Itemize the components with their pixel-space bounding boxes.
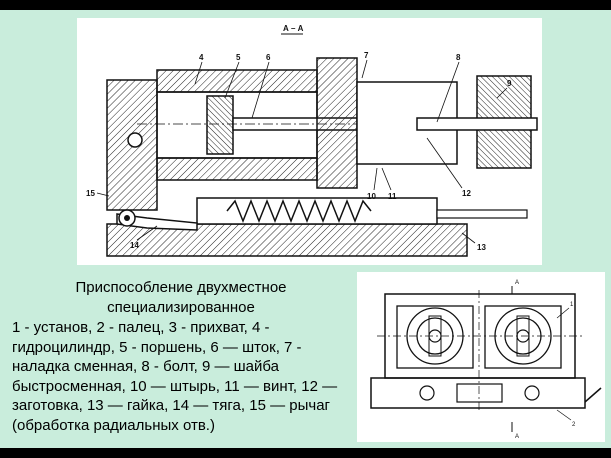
bolt bbox=[416, 117, 538, 131]
caption-title: Приспособление двухместное специализиров… bbox=[75, 279, 287, 316]
part-label-10: 10 bbox=[367, 192, 376, 201]
plan-drawing: А А bbox=[357, 272, 605, 442]
pull-rod bbox=[436, 209, 528, 219]
part-label-15: 15 bbox=[86, 189, 95, 198]
piston bbox=[206, 95, 234, 155]
section-marker-bottom: А bbox=[515, 434, 519, 440]
part-label-5: 5 bbox=[236, 53, 241, 62]
part-label-8: 8 bbox=[456, 53, 461, 62]
cylinder-top bbox=[156, 69, 318, 93]
fixture-right bbox=[484, 305, 562, 369]
part-label-12: 12 bbox=[462, 189, 471, 198]
plan-base bbox=[370, 377, 586, 409]
part-label-9: 9 bbox=[507, 79, 512, 88]
section-marker-top: А bbox=[515, 280, 519, 286]
section-label: А – А bbox=[283, 24, 304, 33]
slide: А – А bbox=[0, 10, 611, 448]
part-label-4: 4 bbox=[199, 53, 204, 62]
part-label-7: 7 bbox=[364, 51, 369, 60]
caption-body: 1 - установ, 2 - палец, 3 - прихват, 4 -… bbox=[12, 319, 338, 434]
fixture-left bbox=[396, 305, 474, 369]
part-label-6: 6 bbox=[266, 53, 271, 62]
caption: Приспособление двухместное специализиров… bbox=[12, 278, 350, 435]
part-label-2: 2 bbox=[572, 422, 576, 428]
spring-channel bbox=[196, 197, 438, 225]
link-pivot bbox=[127, 132, 143, 148]
lever bbox=[116, 213, 198, 231]
part-label-13: 13 bbox=[477, 243, 486, 252]
plan-drawing-svg: А А bbox=[370, 280, 602, 440]
part-label-14: 14 bbox=[130, 241, 139, 250]
section-drawing: А – А bbox=[77, 18, 542, 265]
fixture-block bbox=[316, 57, 358, 189]
cylinder-bottom bbox=[156, 157, 318, 181]
section-drawing-svg: А – А bbox=[86, 24, 538, 257]
part-label-1: 1 bbox=[570, 302, 574, 308]
spring bbox=[226, 198, 372, 224]
part-label-11: 11 bbox=[388, 192, 397, 201]
